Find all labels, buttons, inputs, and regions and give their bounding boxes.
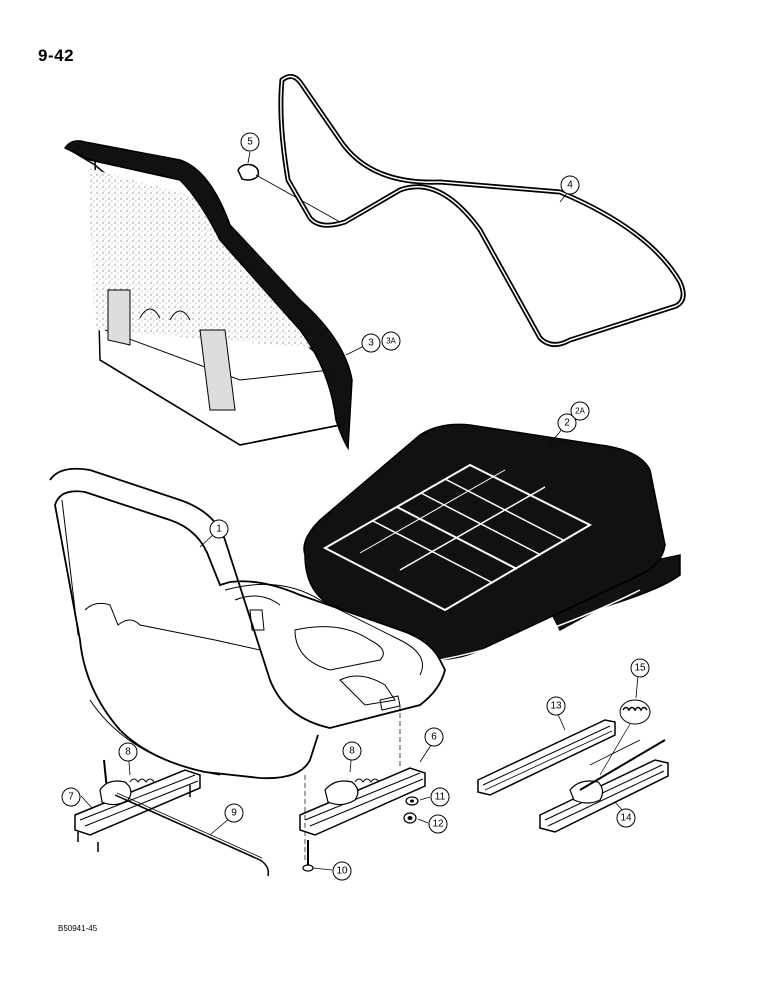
svg-text:12: 12 <box>432 819 444 830</box>
svg-text:1: 1 <box>216 524 222 535</box>
seat-shell <box>49 467 446 780</box>
callout-1: 1 <box>209 519 229 539</box>
page-number: 9-42 <box>38 46 75 65</box>
callout-3: 3 <box>361 333 381 353</box>
bolt <box>302 840 314 872</box>
spring-detail <box>599 699 651 776</box>
callout-2a: 2A <box>570 401 590 421</box>
callout-6: 6 <box>424 727 444 747</box>
svg-text:3: 3 <box>368 338 374 349</box>
callout-9: 9 <box>224 803 244 823</box>
svg-text:8: 8 <box>349 746 355 757</box>
callout-12: 12 <box>428 814 448 834</box>
release-rod <box>114 792 270 877</box>
seat-back-cover <box>63 140 353 451</box>
callout-8-left: 8 <box>118 742 138 762</box>
svg-text:7: 7 <box>68 792 74 803</box>
svg-text:11: 11 <box>435 792 446 803</box>
center-slide-rail <box>299 705 426 860</box>
svg-text:2: 2 <box>564 418 570 429</box>
callout-14: 14 <box>616 808 636 828</box>
nut <box>403 812 417 824</box>
svg-text:10: 10 <box>336 866 348 877</box>
callout-5: 5 <box>240 132 260 152</box>
callout-3a: 3A <box>381 331 401 351</box>
svg-text:8: 8 <box>125 747 131 758</box>
callout-15: 15 <box>630 658 650 678</box>
leader-lines <box>80 151 639 871</box>
seat-cushion <box>303 423 681 661</box>
svg-text:2A: 2A <box>575 407 585 416</box>
edge-trim <box>278 74 686 347</box>
washer <box>405 796 419 806</box>
lower-right-rail <box>539 739 669 833</box>
figure-code: B50941-45 <box>58 924 98 933</box>
left-slide-rail <box>74 759 201 852</box>
svg-text:4: 4 <box>567 180 573 191</box>
svg-text:9: 9 <box>231 808 237 819</box>
callout-13: 13 <box>546 696 566 716</box>
svg-text:13: 13 <box>550 701 562 712</box>
svg-text:6: 6 <box>431 732 437 743</box>
callout-8-center: 8 <box>342 741 362 761</box>
callout-4: 4 <box>560 175 580 195</box>
callout-7: 7 <box>61 787 81 807</box>
callout-2: 2 <box>557 413 577 433</box>
svg-text:15: 15 <box>634 663 646 674</box>
svg-text:14: 14 <box>620 813 632 824</box>
callout-11: 11 <box>430 787 450 807</box>
upper-right-rail <box>477 719 616 796</box>
svg-text:5: 5 <box>247 137 253 148</box>
callout-10: 10 <box>332 861 352 881</box>
svg-text:3A: 3A <box>386 337 396 346</box>
